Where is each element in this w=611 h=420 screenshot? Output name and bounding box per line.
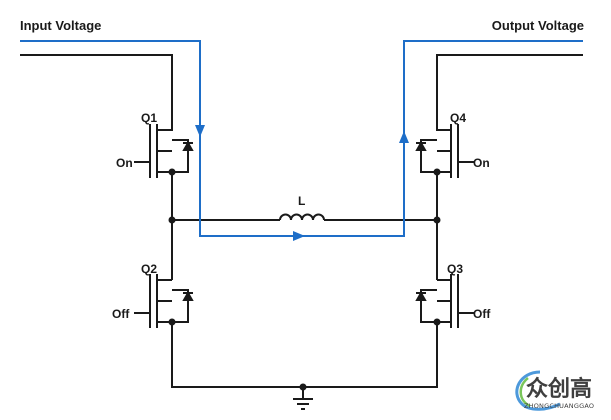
q3-label: Q3 bbox=[447, 262, 463, 276]
circuit-wires bbox=[20, 54, 583, 410]
inductor-label: L bbox=[298, 194, 305, 208]
current-arrow-down bbox=[195, 125, 205, 137]
q2-state-label: Off bbox=[112, 307, 130, 321]
mosfet-q4 bbox=[415, 124, 474, 178]
current-path bbox=[20, 40, 583, 241]
q3-state-label: Off bbox=[473, 307, 491, 321]
current-arrow-right bbox=[293, 231, 305, 241]
q4-label: Q4 bbox=[450, 111, 466, 125]
q2-label: Q2 bbox=[141, 262, 157, 276]
input-rail bbox=[20, 54, 173, 131]
mosfet-q2 bbox=[134, 274, 194, 328]
junction-dots bbox=[168, 168, 441, 391]
watermark-title: 众创高 bbox=[526, 376, 592, 402]
output-voltage-label: Output Voltage bbox=[492, 18, 584, 33]
watermark-subtitle: ZHONGCHUANGGAO bbox=[524, 402, 594, 410]
q1-label: Q1 bbox=[141, 111, 157, 125]
watermark-swoosh-icon bbox=[515, 370, 561, 411]
mosfet-q3 bbox=[415, 274, 474, 328]
q1-state-label: On bbox=[116, 156, 133, 170]
input-voltage-label: Input Voltage bbox=[20, 18, 101, 33]
inductor-coil bbox=[279, 213, 325, 221]
watermark-logo: 众创高 ZHONGCHUANGGAO bbox=[515, 370, 594, 411]
q4-state-label: On bbox=[473, 156, 490, 170]
output-rail bbox=[436, 54, 583, 131]
mosfet-q1 bbox=[134, 124, 194, 178]
ground-rail bbox=[171, 322, 438, 388]
current-arrow-up bbox=[399, 131, 409, 143]
